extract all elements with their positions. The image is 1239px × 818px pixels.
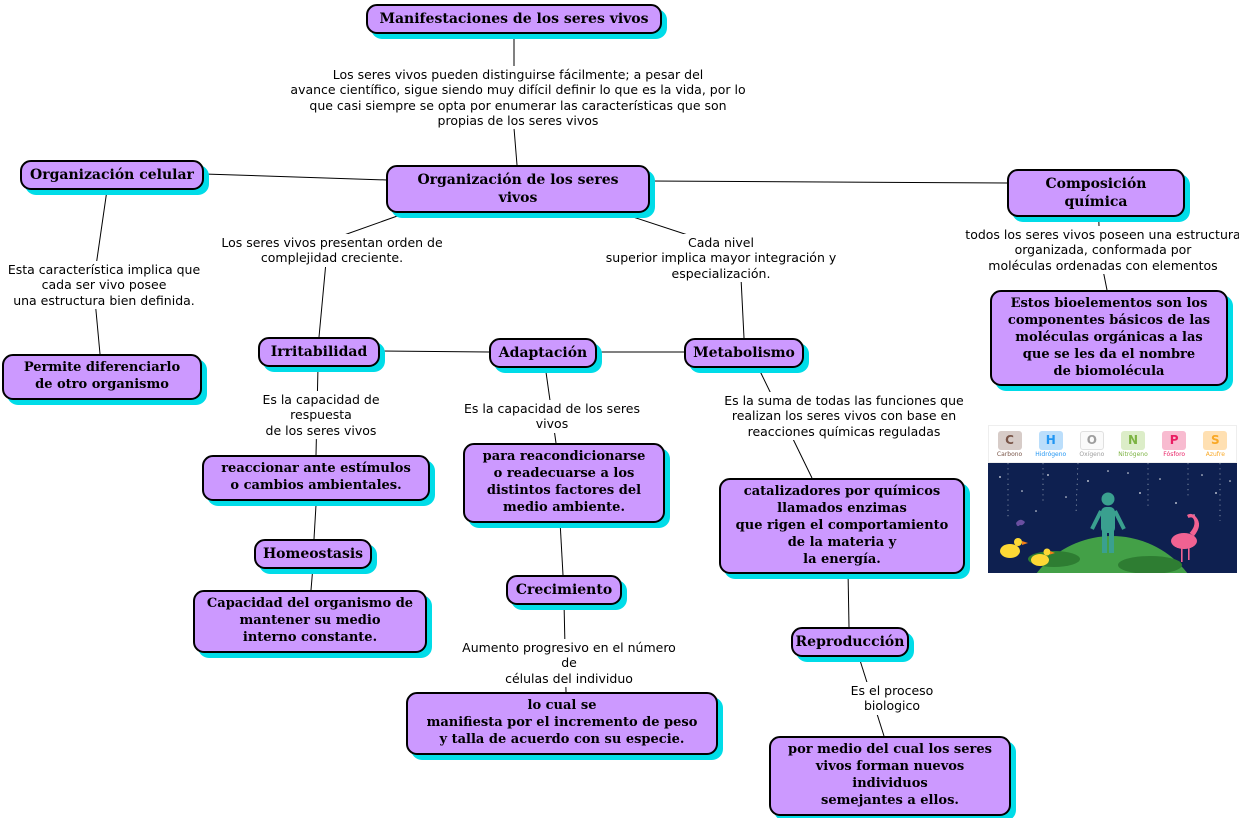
element-symbol: O [1079, 430, 1104, 450]
node-irritabilidad: Irritabilidad [258, 337, 380, 368]
text-capacidad-seres-vivos: Es la capacidad de los seres vivos [446, 400, 658, 433]
flamingo [1171, 513, 1200, 562]
node-catalizadores-enzimas: catalizadores por químicos llamados enzi… [719, 478, 965, 575]
element-name: Hidrógeno [1035, 450, 1067, 458]
element-tile-hidrogeno: H Hidrógeno [1032, 430, 1070, 458]
node-incremento-peso-talla: lo cual se manifiesta por el incremento … [406, 692, 718, 755]
text-intro: Los seres vivos pueden distinguirse fáci… [285, 66, 751, 129]
text-capacidad-respuesta: Es la capacidad de respuesta de los sere… [228, 391, 414, 439]
node-reaccionar-estimulos: reaccionar ante estímulos o cambios ambi… [202, 455, 430, 501]
element-name: Azufre [1205, 450, 1225, 458]
node-organizacion-celular: Organización celular [20, 160, 204, 191]
element-tile-nitrogeno: N Nitrógeno [1114, 430, 1152, 458]
element-tile-oxigeno: O Oxígeno [1073, 430, 1111, 458]
element-symbol: P [1162, 430, 1187, 450]
node-bioelementos: Estos bioelementos son los componentes b… [990, 290, 1228, 387]
text-nivel-superior: Cada nivel superior implica mayor integr… [596, 234, 846, 282]
element-tile-carbono: C Carbono [991, 430, 1029, 458]
node-permite-diferenciarlo: Permite diferenciarlo de otro organismo [2, 354, 202, 400]
node-capacidad-organismo: Capacidad del organismo de mantener su m… [193, 590, 427, 653]
chonps-strip: C Carbono H Hidrógeno O Oxígeno N Nitróg… [988, 425, 1237, 463]
node-crecimiento: Crecimiento [506, 575, 622, 606]
small-bird [1016, 519, 1025, 527]
node-metabolismo: Metabolismo [684, 338, 804, 369]
text-suma-funciones: Es la suma de todas las funciones que re… [716, 392, 972, 440]
element-symbol: S [1203, 430, 1228, 450]
biology-illustration [988, 463, 1237, 573]
element-tile-fosforo: P Fósforo [1155, 430, 1193, 458]
text-proceso-biologico: Es el proceso biologico [818, 682, 966, 715]
text-aumento-progresivo: Aumento progresivo en el número de célul… [452, 639, 686, 687]
node-organizacion-seres-vivos: Organización de los seres vivos [386, 165, 650, 214]
node-composicion-quimica: Composición química [1007, 169, 1185, 218]
node-homeostasis: Homeostasis [254, 539, 372, 570]
node-manifestaciones: Manifestaciones de los seres vivos [366, 4, 662, 35]
node-reproduccion: Reproducción [791, 627, 909, 658]
node-adaptacion: Adaptación [489, 338, 597, 369]
element-name: Nitrógeno [1118, 450, 1148, 458]
text-estructura-organizada: todos los seres vivos poseen una estruct… [962, 226, 1239, 274]
node-reacondicionarse: para reacondicionarse o readecuarse a lo… [463, 443, 665, 523]
element-name: Carbono [996, 450, 1023, 458]
text-caracteristica-celular: Esta característica implica que cada ser… [2, 261, 206, 309]
node-forman-nuevos-individuos: por medio del cual los seres vivos forma… [769, 736, 1011, 816]
element-symbol: C [997, 430, 1022, 450]
ducks [1000, 538, 1055, 566]
element-symbol: H [1038, 430, 1063, 450]
element-tile-azufre: S Azufre [1196, 430, 1234, 458]
element-name: Fósforo [1163, 450, 1186, 458]
bioelements-figure: C Carbono H Hidrógeno O Oxígeno N Nitróg… [988, 425, 1237, 573]
element-symbol: N [1121, 430, 1146, 450]
element-name: Oxígeno [1079, 450, 1105, 458]
person-silhouette [1090, 492, 1126, 553]
text-orden-complejidad: Los seres vivos presentan orden de compl… [218, 234, 446, 267]
